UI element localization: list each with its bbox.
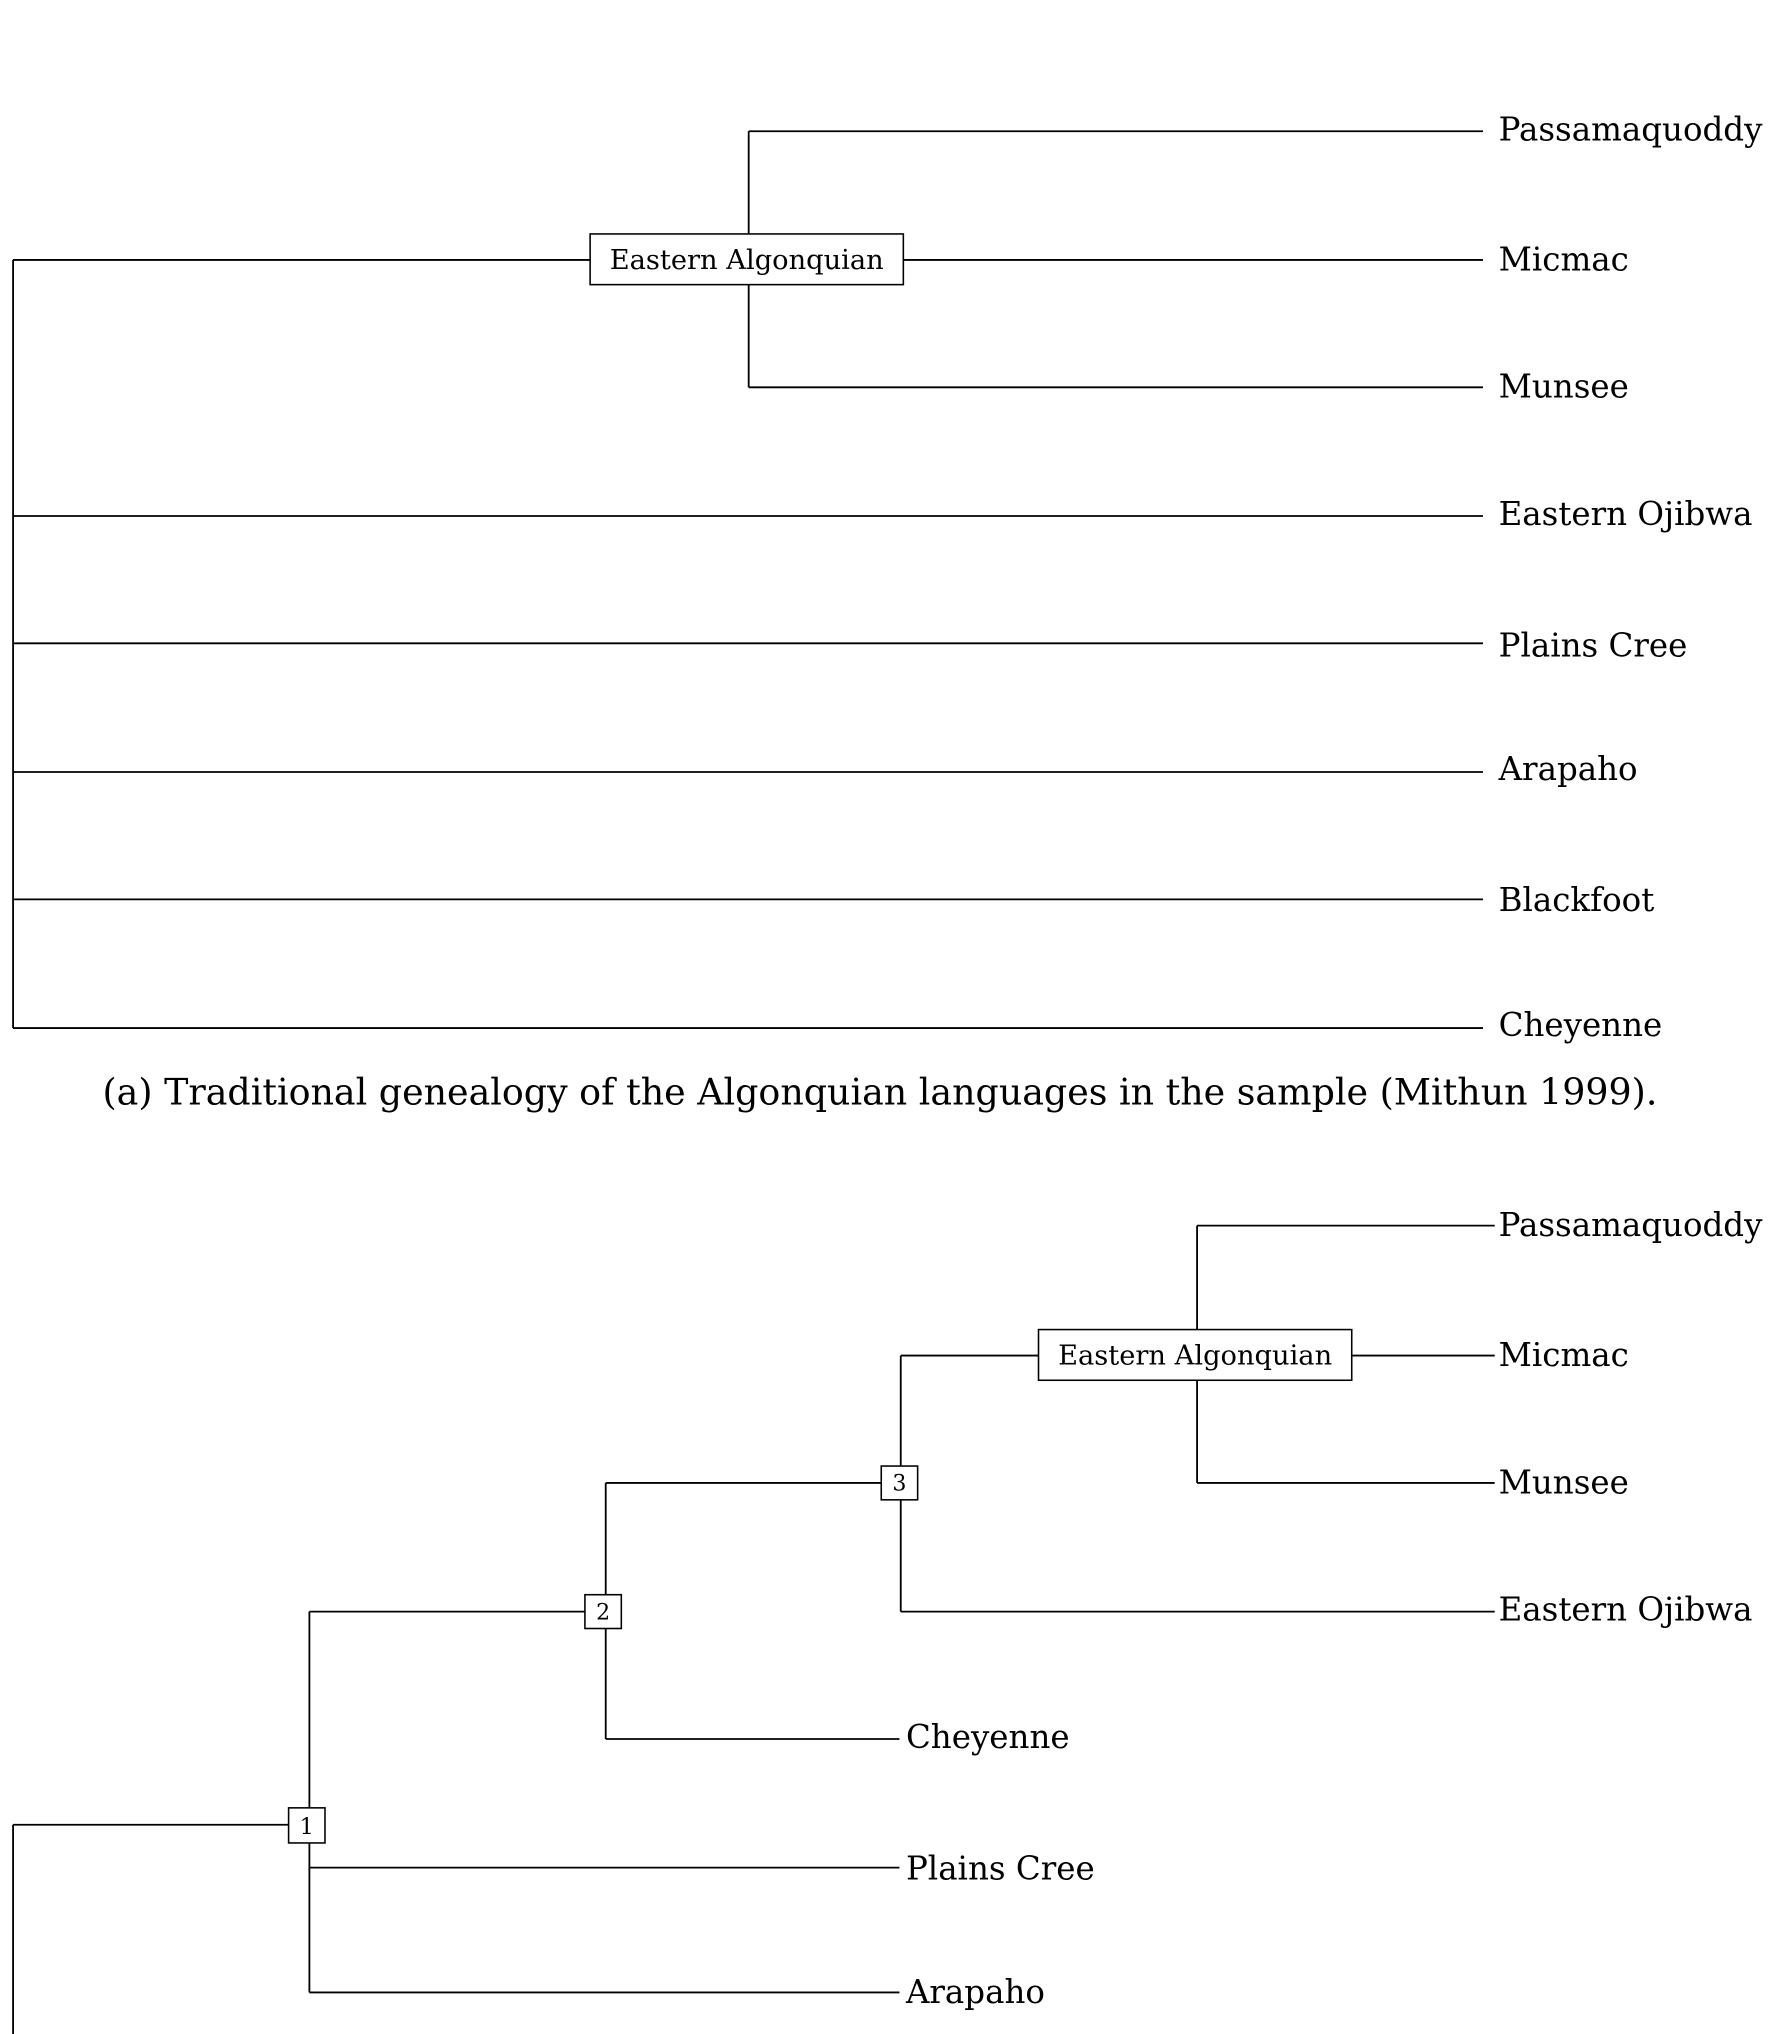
node-box-2 bbox=[584, 1593, 623, 1630]
clade-box bbox=[1037, 1328, 1353, 1382]
node-label: 3 bbox=[892, 1471, 906, 1497]
leaf-label: Arapaho bbox=[905, 1973, 1045, 2011]
leaf-label: Cheyenne bbox=[1499, 1006, 1663, 1044]
leaf-label: Passamaquoddy bbox=[1499, 1206, 1764, 1244]
clade-box bbox=[589, 233, 905, 286]
tree-a: Eastern Algonquian Passamaquoddy Micmac … bbox=[12, 110, 1764, 1114]
leaf-label: Eastern Ojibwa bbox=[1499, 495, 1753, 533]
leaf-label: Eastern Ojibwa bbox=[1499, 1591, 1753, 1629]
caption-a: (a) Traditional genealogy of the Algonqu… bbox=[102, 1071, 1657, 1114]
leaf-label: Cheyenne bbox=[906, 1718, 1070, 1756]
leaf-label: Arapaho bbox=[1498, 750, 1638, 788]
leaf-label: Micmac bbox=[1499, 240, 1629, 278]
tree-b: Eastern Algonquian 1 2 3 Passamaquoddy M… bbox=[12, 1206, 1764, 2034]
leaf-label: Blackfoot bbox=[1499, 881, 1655, 919]
clade-label: Eastern Algonquian bbox=[610, 245, 884, 276]
clade-label: Eastern Algonquian bbox=[1058, 1341, 1332, 1372]
node-box-3 bbox=[880, 1465, 919, 1501]
node-label: 2 bbox=[596, 1599, 610, 1625]
leaf-label: Plains Cree bbox=[1499, 626, 1688, 664]
leaf-label: Passamaquoddy bbox=[1499, 110, 1764, 148]
leaf-label: Plains Cree bbox=[906, 1849, 1095, 1887]
leaf-label: Micmac bbox=[1499, 1336, 1629, 1374]
node-box-1 bbox=[287, 1807, 326, 1844]
leaf-label: Munsee bbox=[1499, 1463, 1629, 1501]
leaf-label: Munsee bbox=[1499, 368, 1629, 406]
node-label: 1 bbox=[300, 1814, 314, 1840]
